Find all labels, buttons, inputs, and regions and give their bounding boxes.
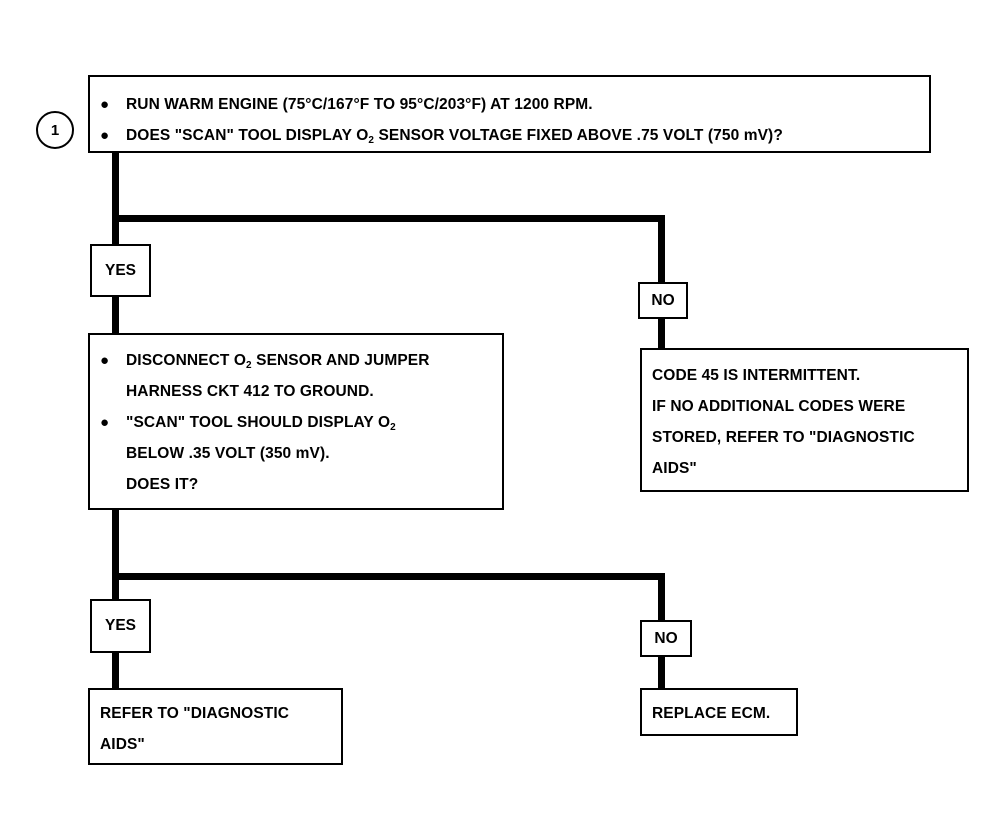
wire-mid-trunk xyxy=(112,509,119,599)
wire-branch-1 xyxy=(112,215,665,222)
refer-line-1: REFER TO "DIAGNOSTIC xyxy=(100,705,290,722)
step-number: 1 xyxy=(50,121,60,139)
wire-no-2-to-box xyxy=(658,656,665,689)
middle-line-3-text: "SCAN" TOOL SHOULD DISPLAY O2 xyxy=(126,414,396,433)
middle-line-5: DOES IT? xyxy=(126,476,199,493)
refer-line-2: AIDS" xyxy=(100,736,145,753)
top-line-1: ● RUN WARM ENGINE (75°C/167°F TO 95°C/20… xyxy=(100,89,921,120)
middle-line-1: ● DISCONNECT O2 SENSOR AND JUMPER xyxy=(100,345,494,376)
intermittent-line-4: AIDS" xyxy=(652,460,697,477)
refer-result-box: REFER TO "DIAGNOSTIC AIDS" xyxy=(88,688,343,765)
bullet-icon: ● xyxy=(100,352,110,369)
middle-line-1-text: DISCONNECT O2 SENSOR AND JUMPER xyxy=(126,352,430,371)
step-number-circle: 1 xyxy=(36,111,74,149)
replace-result-box: REPLACE ECM. xyxy=(640,688,798,736)
wire-branch-2 xyxy=(112,573,665,580)
wire-no-2-drop xyxy=(658,573,665,620)
bullet-icon: ● xyxy=(100,414,110,431)
intermittent-line-3: STORED, REFER TO "DIAGNOSTIC xyxy=(652,429,915,446)
intermittent-line-2: IF NO ADDITIONAL CODES WERE xyxy=(652,398,906,415)
yes-label-2: YES xyxy=(90,599,151,653)
top-line-2: ● DOES "SCAN" TOOL DISPLAY O2 SENSOR VOL… xyxy=(100,120,921,151)
top-line-2-text: DOES "SCAN" TOOL DISPLAY O2 SENSOR VOLTA… xyxy=(126,127,783,146)
middle-line-4: BELOW .35 VOLT (350 mV). xyxy=(126,445,330,462)
intermittent-line-1: CODE 45 IS INTERMITTENT. xyxy=(652,367,861,384)
top-decision-box: ● RUN WARM ENGINE (75°C/167°F TO 95°C/20… xyxy=(88,75,931,153)
top-line-1-text: RUN WARM ENGINE (75°C/167°F TO 95°C/203°… xyxy=(126,96,593,113)
middle-line-2: HARNESS CKT 412 TO GROUND. xyxy=(126,383,374,400)
wire-top-trunk xyxy=(112,152,119,244)
middle-line-3: ● "SCAN" TOOL SHOULD DISPLAY O2 xyxy=(100,407,494,438)
replace-line-1: REPLACE ECM. xyxy=(652,705,771,722)
no-label-2: NO xyxy=(640,620,692,657)
no-label-1: NO xyxy=(638,282,688,319)
intermittent-result-box: CODE 45 IS INTERMITTENT. IF NO ADDITIONA… xyxy=(640,348,969,492)
wire-no-1-drop xyxy=(658,215,665,282)
wire-yes-2-drop xyxy=(112,652,119,689)
middle-decision-box: ● DISCONNECT O2 SENSOR AND JUMPER HARNES… xyxy=(88,333,504,510)
wire-yes-1-drop xyxy=(112,296,119,333)
wire-no-1-to-box xyxy=(658,318,665,349)
bullet-icon: ● xyxy=(100,96,110,113)
yes-label-1: YES xyxy=(90,244,151,297)
bullet-icon: ● xyxy=(100,127,110,144)
